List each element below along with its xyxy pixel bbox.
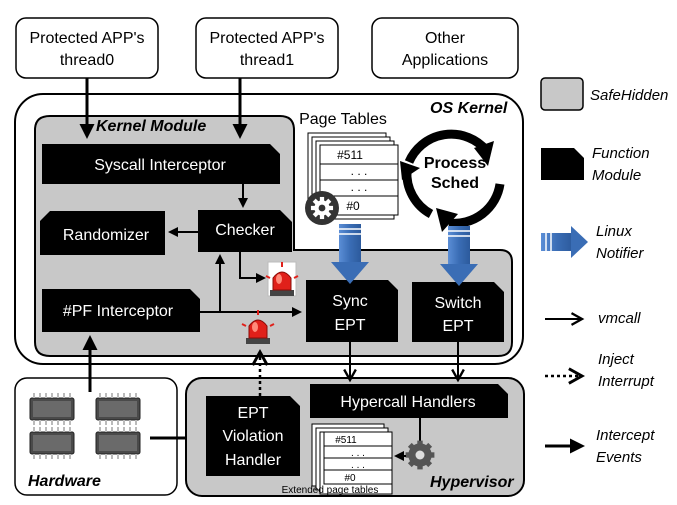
checker-label: Checker xyxy=(215,222,275,239)
legend-function-module-line1: Function xyxy=(592,145,650,162)
randomizer-label: Randomizer xyxy=(63,227,150,244)
other-applications-line1: Other xyxy=(425,30,466,47)
legend-safehidden-swatch xyxy=(540,77,584,111)
ept-row-0: #0 xyxy=(344,473,356,484)
thread0-label-line2: thread0 xyxy=(60,52,114,69)
ept-row-dots1: . . . xyxy=(351,448,365,459)
hypervisor-label: Hypervisor xyxy=(430,474,514,491)
notifier-arrow-switch xyxy=(440,226,478,286)
process-sched-label-line1: Process xyxy=(424,155,486,172)
sync-ept-module xyxy=(306,280,398,342)
legend: SafeHidden Function Module Linux Notifie… xyxy=(540,77,668,466)
chip-icon xyxy=(95,426,141,460)
chip-icon xyxy=(95,392,141,426)
thread0-box: Protected APP's thread0 xyxy=(15,17,159,79)
ept-row-dots2: . . . xyxy=(351,460,365,471)
randomizer-module xyxy=(40,211,165,255)
ept-violation-handler-line1: EPT xyxy=(237,405,268,422)
legend-linux-notifier-swatch xyxy=(541,226,588,258)
hypercall-handlers-module xyxy=(310,384,508,418)
extended-page-tables-caption: Extended page tables xyxy=(282,485,379,496)
hardware-label: Hardware xyxy=(28,473,101,490)
gear-icon xyxy=(405,440,435,470)
thread1-label-line1: Protected APP's xyxy=(209,30,324,47)
syscall-interceptor-module xyxy=(42,144,280,184)
legend-intercept-events-line1: Intercept xyxy=(596,427,655,444)
page-table-row-0: #0 xyxy=(346,199,360,213)
thread0-label-line1: Protected APP's xyxy=(29,30,144,47)
checker-module xyxy=(198,210,292,252)
legend-inject-interrupt-line2: Interrupt xyxy=(598,373,655,390)
process-sched-cycle: Process Sched xyxy=(400,129,505,232)
extended-page-table-front: #511 . . . . . . #0 xyxy=(323,431,393,485)
ept-violation-handler-line3: Handler xyxy=(225,452,282,469)
thread1-box: Protected APP's thread1 xyxy=(195,17,339,79)
ept-violation-handler-module xyxy=(206,396,300,476)
siren-icon xyxy=(265,261,299,297)
other-applications-box: Other Applications xyxy=(371,17,519,79)
legend-inject-interrupt-line1: Inject xyxy=(598,351,635,368)
ept-row-511: #511 xyxy=(335,435,357,446)
hypercall-handlers-label: Hypercall Handlers xyxy=(340,394,475,411)
kernel-module-label: Kernel Module xyxy=(96,118,206,135)
legend-safehidden-label: SafeHidden xyxy=(590,87,668,104)
legend-intercept-events-line2: Events xyxy=(596,449,642,466)
legend-function-module-swatch xyxy=(541,148,584,180)
pf-interceptor-module xyxy=(42,289,200,332)
notifier-arrow-sync xyxy=(331,224,369,284)
page-tables-title: Page Tables xyxy=(299,111,387,128)
sync-ept-label-line1: Sync xyxy=(332,293,368,310)
legend-function-module-line2: Module xyxy=(592,167,641,184)
gear-icon xyxy=(305,191,339,225)
extended-page-tables-stack: #511 . . . . . . #0 Extended page tables xyxy=(282,423,393,496)
process-sched-label-line2: Sched xyxy=(431,175,479,192)
pf-interceptor-label: #PF Interceptor xyxy=(63,303,174,320)
page-table-row-511: #511 xyxy=(337,148,363,162)
chip-icon xyxy=(29,392,75,426)
legend-linux-notifier-line1: Linux xyxy=(596,223,632,240)
switch-ept-module xyxy=(412,282,504,342)
thread1-label-line2: thread1 xyxy=(240,52,294,69)
switch-ept-label-line2: EPT xyxy=(442,318,473,335)
ept-violation-handler-line2: Violation xyxy=(222,428,283,445)
page-tables-stack: Page Tables #511 . . . . . . #0 xyxy=(299,111,399,225)
syscall-interceptor-label: Syscall Interceptor xyxy=(94,157,226,174)
sync-ept-label-line2: EPT xyxy=(334,317,365,334)
os-kernel-label: OS Kernel xyxy=(430,100,508,117)
checker-to-alert-arrow xyxy=(239,252,266,283)
legend-linux-notifier-line2: Notifier xyxy=(596,245,645,262)
legend-vmcall-label: vmcall xyxy=(598,310,641,327)
page-table-row-dots2: . . . xyxy=(351,180,368,194)
switch-ept-label-line1: Switch xyxy=(434,295,481,312)
chip-icon xyxy=(29,426,75,460)
page-table-row-dots1: . . . xyxy=(351,164,368,178)
hardware-box: Hardware xyxy=(14,377,178,496)
other-applications-line2: Applications xyxy=(402,52,488,69)
